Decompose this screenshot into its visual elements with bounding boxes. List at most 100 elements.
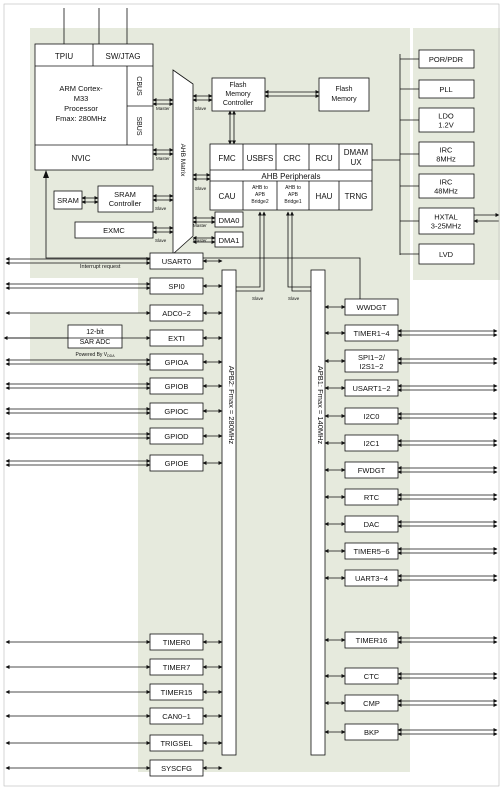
- apb2-periph-label-6: GPIOC: [164, 407, 189, 416]
- apb2-periph-label-12: CAN0~1: [162, 712, 191, 721]
- apb2-periph-label-5: GPIOB: [165, 382, 189, 391]
- clock-irc48-text-1: 48MHz: [434, 187, 458, 196]
- apb2-periph-8: GPIOE: [5, 454, 223, 472]
- apb2-periph-1: SPI0: [5, 277, 223, 295]
- sram-ctrl-line-1: SRAM: [114, 190, 136, 199]
- apb1-periph-8: DAC: [324, 515, 498, 533]
- apb1-periph-4: I2C0: [324, 407, 498, 425]
- core-top-lines: [63, 8, 128, 44]
- flash-ctrl-line-3: Controller: [223, 100, 254, 107]
- apb2-periph-label-10: TIMER7: [163, 663, 191, 672]
- apb2-periph-9: TIMER0: [5, 633, 223, 651]
- dma1-label: DMA1: [219, 236, 240, 245]
- bridge1-line-2: APB: [288, 192, 299, 198]
- cpu-core-block: TPIU SW/JTAG ARM Cortex- M33 Processor F…: [34, 43, 154, 171]
- bridge-links: [231, 211, 317, 293]
- cbus-label: CBUS: [135, 76, 142, 96]
- apb2-periph-label-1: SPI0: [168, 282, 184, 291]
- bridge2-line-1: AHB to: [252, 185, 268, 191]
- apb2-periph-label-8: GPIOE: [165, 459, 189, 468]
- apb2-periph-2: ADC0~2: [5, 304, 223, 322]
- apb1-periph-11: TIMER16: [324, 631, 498, 649]
- slave-label-periph: Slave: [195, 186, 207, 191]
- apb2-periph-12: CAN0~1: [5, 707, 223, 725]
- slave-label-sram: Slave: [155, 206, 167, 211]
- master-label-sbus: Master: [156, 156, 170, 161]
- clock-irc8-text-1: 8MHz: [436, 155, 456, 164]
- memory-dma-block: SRAM SRAM Controller EXMC DMA0 DMA1: [53, 185, 244, 248]
- apb1-periph-label-6: FWDGT: [358, 466, 386, 475]
- clock-por: POR/PDR: [400, 49, 475, 69]
- apb1-periph-label-2-b: I2S1~2: [360, 362, 384, 371]
- interrupt-request-label: Interrupt request: [80, 264, 121, 270]
- slave-label-bridge1: Slave: [288, 296, 300, 301]
- slave-label-exmc: Slave: [155, 238, 167, 243]
- apb1-periph-10: UART3~4: [324, 569, 498, 587]
- apb1-periph-2: SPI1~2/I2S1~2: [324, 349, 498, 373]
- clock-hxtal-text-1: 3-25MHz: [431, 222, 462, 231]
- cpu-line-2: M33: [74, 94, 89, 103]
- apb1-bus: APB1: Fmax = 140MHz: [310, 269, 326, 756]
- master-label-cbus: Master: [156, 106, 170, 111]
- ahb-matrix-label: AHB Matrix: [179, 144, 186, 178]
- apb2-periph-label-9: TIMER0: [163, 638, 191, 647]
- apb2-periph-4: GPIOA: [5, 353, 223, 371]
- clock-lvd-text-0: LVD: [439, 250, 454, 259]
- dma0-label: DMA0: [219, 216, 240, 225]
- flash-mem-line-1: Flash: [335, 86, 352, 93]
- apb2-periph-label-11: TIMER15: [161, 688, 193, 697]
- bridge2-line-3: Bridge2: [251, 199, 268, 205]
- apb2-bus: APB2: Fmax = 280MHz: [221, 269, 237, 756]
- sram-label: SRAM: [57, 196, 79, 205]
- clock-pll-text-0: PLL: [439, 85, 452, 94]
- apb2-periph-7: GPIOD: [5, 427, 223, 445]
- apb1-periph-3: USART1~2: [324, 379, 498, 397]
- adc-powered-label: Powered By VDDA: [75, 352, 115, 358]
- clock-irc48-text-0: IRC: [440, 178, 454, 187]
- rcu-label: RCU: [315, 154, 333, 163]
- ahb-peripherals-block: FMC USBFS CRC RCU DMAM UX AHB Peripheral…: [192, 143, 373, 211]
- flash-ctrl-line-1: Flash: [229, 82, 246, 89]
- clock-hxtal-text-0: HXTAL: [434, 213, 458, 222]
- cpu-line-1: ARM Cortex-: [59, 84, 103, 93]
- tpiu-label: TPIU: [55, 52, 73, 61]
- flash-block: Flash Memory Controller Flash Memory: [192, 77, 370, 145]
- apb1-periph-label-14: BKP: [364, 728, 379, 737]
- apb2-periph-label-13: TRIGSEL: [160, 739, 192, 748]
- apb1-periph-12: CTC: [324, 667, 498, 685]
- apb2-periph-5: GPIOB: [5, 377, 223, 395]
- dmamux-line-2: UX: [350, 158, 362, 167]
- dmamux-line-1: DMAM: [344, 148, 369, 157]
- sram-ctrl-line-2: Controller: [109, 199, 142, 208]
- apb1-periph-1: TIMER1~4: [324, 324, 498, 342]
- apb1-periph-label-7: RTC: [364, 493, 380, 502]
- apb2-periph-14: SYSCFG: [5, 759, 223, 777]
- apb1-periph-label-3: USART1~2: [352, 384, 390, 393]
- diagram-border: [3, 3, 500, 787]
- apb1-label: APB1: Fmax = 140MHz: [316, 366, 325, 445]
- apb2-periph-label-0: USART0: [162, 257, 191, 266]
- apb2-periph-label-3: EXTI: [168, 334, 185, 343]
- apb1-periph-label-0: WWDGT: [357, 303, 387, 312]
- cpu-line-3: Processor: [64, 104, 98, 113]
- apb2-periph-0: USART0: [5, 252, 223, 270]
- bridge1-line-1: AHB to: [285, 185, 301, 191]
- apb1-periph-label-2-a: SPI1~2/: [358, 353, 386, 362]
- slave-label-bridge2: Slave: [252, 296, 264, 301]
- flash-mem-line-2: Memory: [331, 96, 357, 103]
- apb1-periph-label-13: CMP: [363, 699, 380, 708]
- apb1-periph-9: TIMER5~6: [324, 542, 498, 560]
- crc-label: CRC: [283, 154, 301, 163]
- clock-por-text-0: POR/PDR: [429, 55, 464, 64]
- apb1-periph-label-5: I2C1: [364, 439, 380, 448]
- apb2-periph-label-4: GPIOA: [165, 358, 189, 367]
- apb2-periph-10: TIMER7: [5, 658, 223, 676]
- nvic-label: NVIC: [71, 154, 90, 163]
- apb1-periph-label-9: TIMER5~6: [353, 547, 389, 556]
- cpu-line-4: Fmax: 280MHz: [56, 114, 107, 123]
- adc-line-1: 12-bit: [86, 329, 104, 336]
